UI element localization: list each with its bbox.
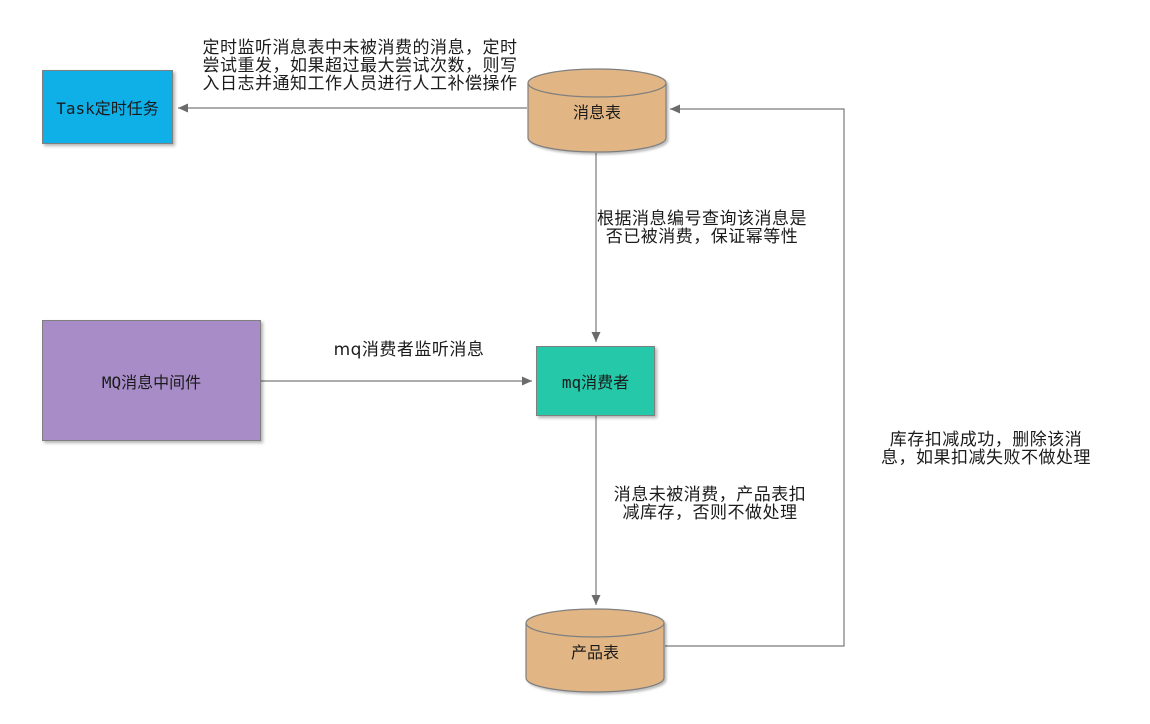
node-mq-consumer: mq消费者 [536, 346, 655, 416]
note-delete-message: 库存扣减成功，删除该消 息，如果扣减失败不做处理 [881, 430, 1091, 468]
node-mq-middleware: MQ消息中间件 [42, 320, 261, 441]
node-mq-consumer-label: mq消费者 [561, 373, 630, 392]
node-message-table-label: 消息表 [572, 103, 621, 122]
note-retry-policy: 定时监听消息表中未被消费的消息，定时 尝试重发，如果超过最大尝试次数，则写 入日… [202, 38, 518, 94]
note-consumer-listen: mq消费者监听消息 [333, 340, 485, 360]
database-cylinder-icon [527, 68, 667, 153]
note-stock-deduct: 消息未被消费，产品表扣 减库存，否则不做处理 [613, 485, 807, 523]
node-product-table: 产品表 [525, 608, 665, 694]
node-task-label: Task定时任务 [56, 99, 159, 118]
node-task-scheduled-job: Task定时任务 [42, 70, 173, 144]
node-product-table-label: 产品表 [570, 643, 619, 662]
arrow-product-table-to-message-table [665, 104, 845, 647]
node-message-table: 消息表 [527, 68, 667, 154]
node-mq-middleware-label: MQ消息中间件 [101, 372, 202, 392]
note-idempotency-check: 根据消息编号查询该消息是 否已被消费，保证幂等性 [597, 209, 807, 247]
database-cylinder-icon [525, 608, 665, 693]
